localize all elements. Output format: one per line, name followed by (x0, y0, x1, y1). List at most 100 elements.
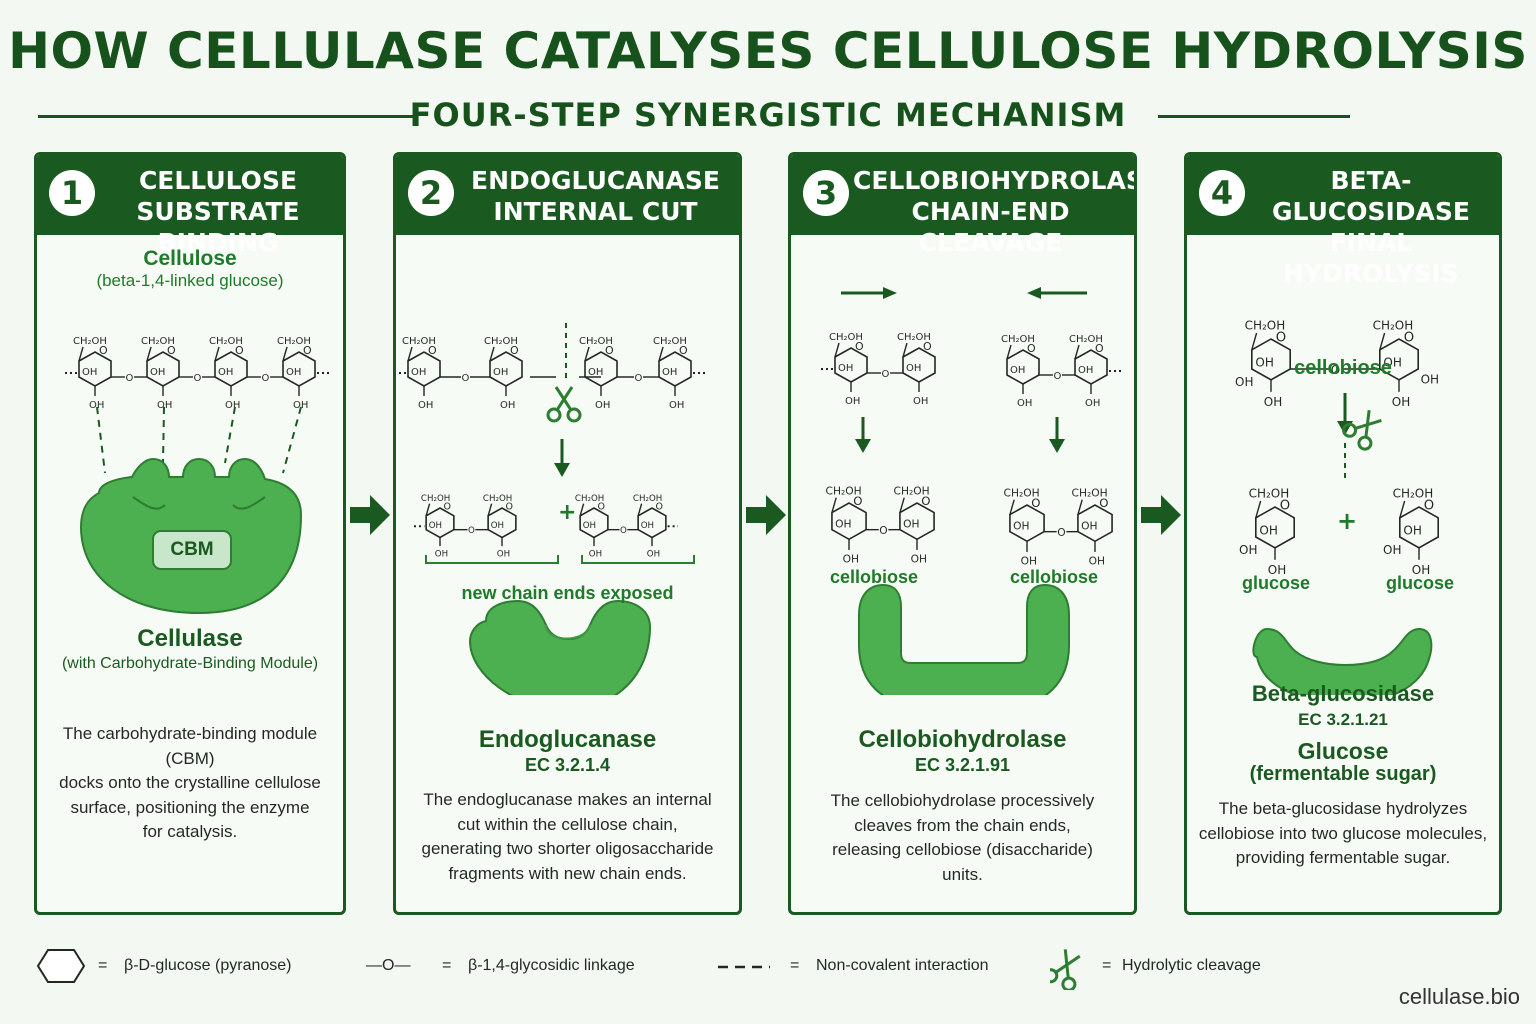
atom-label: CH₂OH (1245, 318, 1286, 332)
atom-label: OH (1412, 563, 1430, 577)
legend-text: Hydrolytic cleavage (1122, 957, 1261, 974)
binding-interaction-lines (96, 406, 302, 474)
legend-equals: = (1102, 957, 1112, 974)
atom-label: CH₂OH (421, 494, 450, 504)
description-line: units. (942, 864, 983, 884)
atom-label: OH (1421, 372, 1439, 386)
direction-arrow-left-icon (1027, 287, 1087, 299)
atom-label: O (1404, 330, 1414, 345)
atom-label: OH (293, 400, 308, 411)
atom-label: OH (497, 550, 510, 560)
atom-label: O (428, 344, 437, 357)
atom-label: O (468, 526, 475, 536)
binding-line (96, 406, 106, 474)
panel-title-line: CELLOBIOHYDROLASE (853, 166, 1137, 195)
binding-line (282, 406, 302, 474)
atom-label: O (303, 344, 312, 357)
cellulose-chain-art: CH₂OHOOHOHOCH₂OHOOHOHOCH₂OHOOHOHOCH₂OHOO… (65, 336, 329, 615)
atom-label: CH₂OH (1393, 486, 1434, 500)
atom-label: O (921, 494, 930, 508)
atom-label: OH (1383, 543, 1401, 557)
step-number: 3 (803, 170, 849, 216)
atom-label: OH (89, 400, 104, 411)
atom-label: OH (1089, 555, 1105, 568)
atom-label: OH (1239, 543, 1257, 557)
panel-step-4: 4 BETA-GLUCOSIDASE FINAL HYDROLYSIS CH₂O… (1184, 152, 1502, 915)
step-arrow-icon (350, 495, 390, 535)
atom-label: CH₂OH (1069, 334, 1103, 345)
step-description: The carbohydrate-binding module (CBM) do… (47, 722, 333, 845)
atom-label: OH (913, 396, 928, 407)
description-line: The carbohydrate-binding module (CBM) (62, 724, 318, 768)
atom-label: OH (435, 550, 448, 560)
atom-label: OH (225, 400, 240, 411)
endoglucanase-art: CH₂OHOOHOHOCH₂OHOOHOHCH₂OHOOHOHOCH₂OHOOH… (396, 323, 705, 695)
atom-label: O (1095, 342, 1104, 355)
substrate-note: (beta-1,4-linked glucose) (96, 271, 284, 290)
footer-watermark: cellulase.bio (1398, 984, 1520, 1009)
atom-label: O (923, 340, 932, 353)
atom-label: OH (491, 521, 504, 531)
panel-title-line: INTERNAL CUT (493, 197, 698, 226)
down-arrow-icon (1049, 417, 1065, 453)
atom-label: OH (1017, 398, 1032, 409)
panel-header: 4 BETA-GLUCOSIDASE FINAL HYDROLYSIS (1187, 155, 1499, 288)
description-line: fragments with new chain ends. (448, 863, 687, 883)
down-arrow-icon (554, 439, 570, 477)
panel-step-1: 1 CELLULOSE SUBSTRATE BINDING Cellulose … (34, 152, 346, 915)
scissors-icon (1342, 409, 1382, 451)
enzyme-name: Cellulase (137, 625, 243, 652)
description-line: generating two shorter oligosaccharide (421, 839, 714, 858)
atom-label: OH (411, 367, 426, 378)
atom-label: O (1424, 498, 1434, 513)
atom-label: CH₂OH (1373, 318, 1414, 332)
description-line: The endoglucanase makes an internal (423, 790, 712, 809)
atom-label: O (462, 373, 470, 384)
step-number: 4 (1199, 170, 1245, 216)
atom-label: OH (286, 367, 301, 378)
legend-text: β-D-glucose (pyranose) (124, 957, 292, 974)
dashed-line-icon (718, 965, 770, 969)
panel-title: BETA-GLUCOSIDASE FINAL HYDROLYSIS (1249, 165, 1493, 289)
description-line: surface, positioning the enzyme (70, 797, 310, 817)
panel-header: 2 ENDOGLUCANASE INTERNAL CUT (396, 155, 739, 235)
cellulose-chain: CH₂OHOOHOHOCH₂OHOOHOHOCH₂OHOOHOHOCH₂OHOO… (65, 336, 329, 411)
atom-label: OH (589, 550, 602, 560)
atom-label: O (635, 373, 643, 384)
substrate-label: cellobiose (1294, 357, 1392, 379)
atom-label: CH₂OH (826, 484, 862, 497)
hexagon-icon (36, 949, 86, 983)
atom-label: OH (641, 521, 654, 531)
atom-label: O (1099, 496, 1108, 510)
atom-label: OH (595, 400, 610, 411)
panel-title-line: CELLULOSE (138, 166, 298, 195)
panel-title: ENDOGLUCANASE INTERNAL CUT (458, 165, 733, 227)
page-subtitle: FOUR-STEP SYNERGISTIC MECHANISM (409, 96, 1127, 134)
atom-label: O (99, 344, 108, 357)
description-line: releasing cellobiose (disaccharide) (832, 840, 1093, 859)
description-line: The cellobiohydrolase processively (830, 791, 1095, 810)
atom-label: CH₂OH (277, 336, 311, 347)
atom-label: OH (218, 367, 233, 378)
atom-label: OH (845, 396, 860, 407)
legend-equals: = (98, 957, 108, 974)
atom-label: O (443, 502, 451, 513)
atom-label: CH₂OH (1004, 486, 1040, 499)
description-line: cleaves from the chain ends, (854, 815, 1071, 835)
legend-text: Non-covalent interaction (816, 957, 989, 974)
fragment-bracket (425, 555, 695, 564)
